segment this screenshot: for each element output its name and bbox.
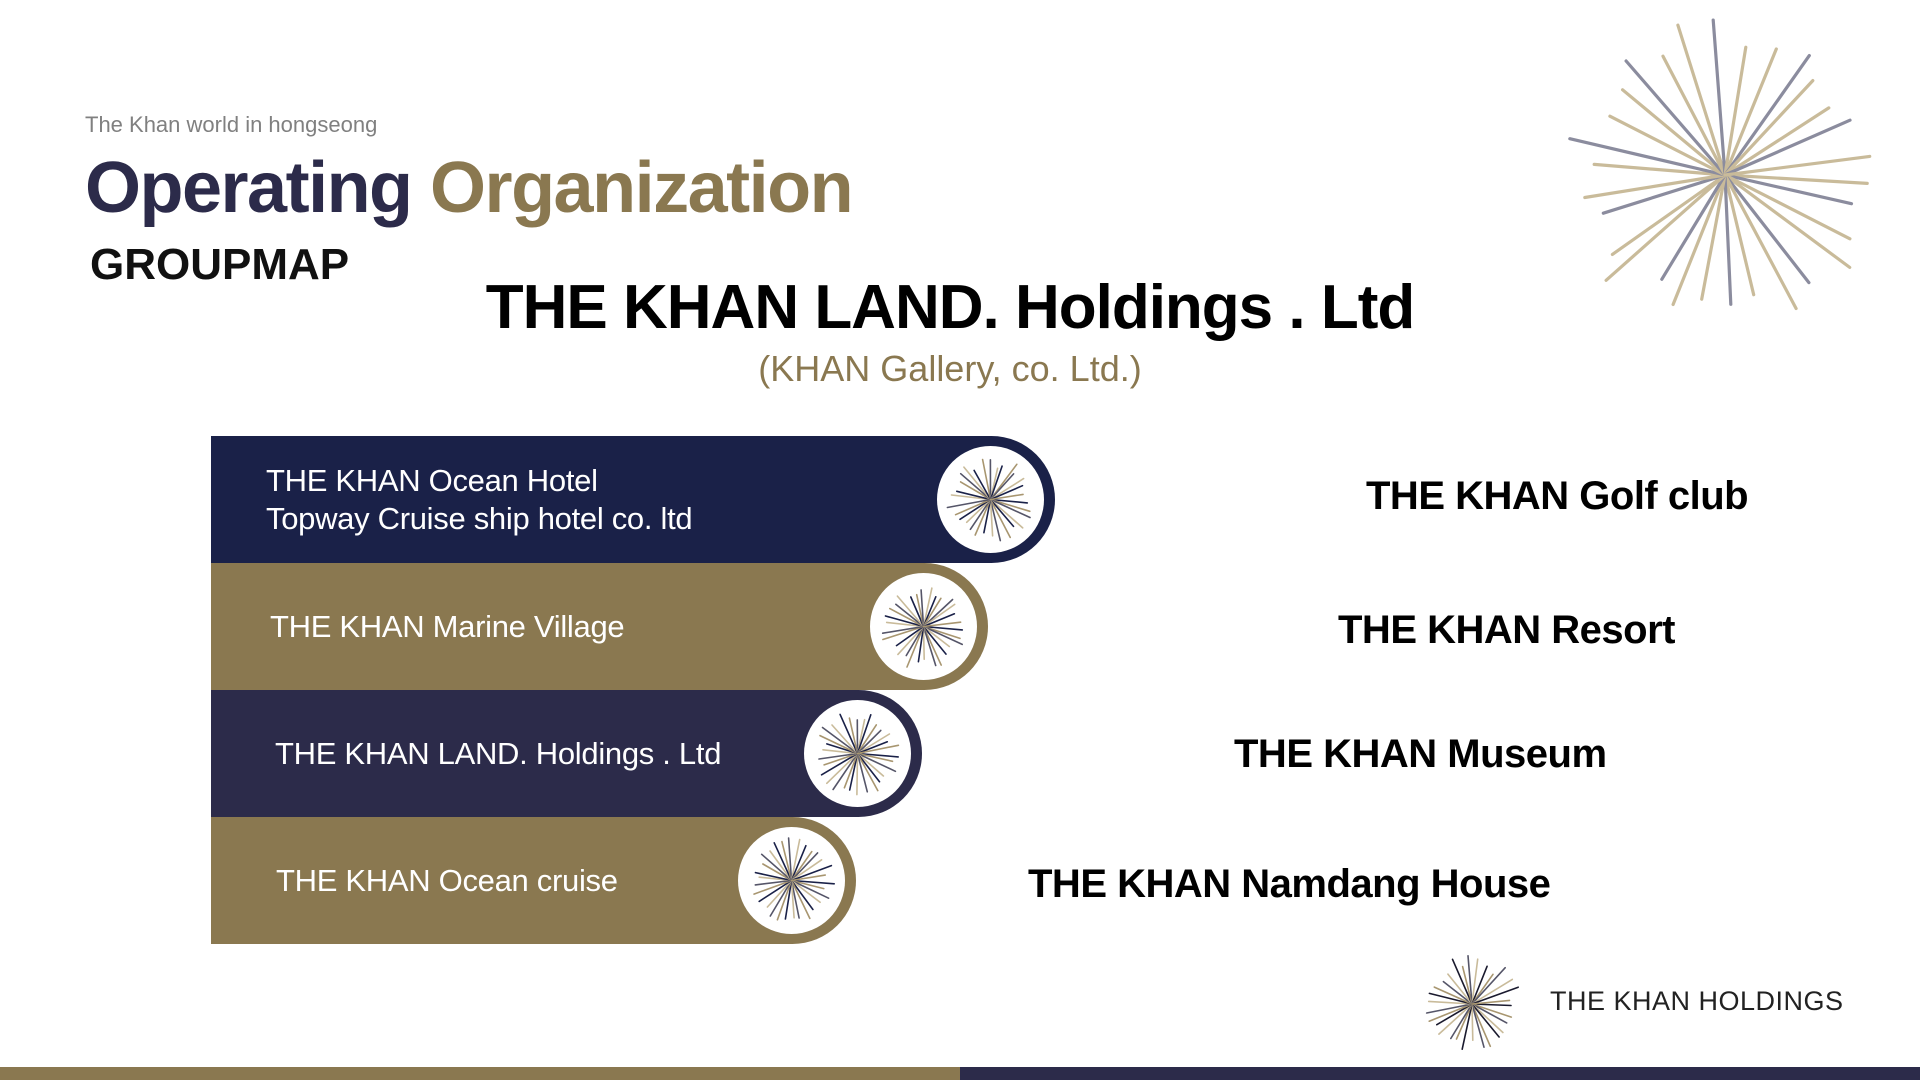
kicker-text: The Khan world in hongseong <box>85 112 378 137</box>
affiliate-resort: THE KHAN Resort <box>1338 608 1675 652</box>
page-title-part2: Organization <box>430 148 854 228</box>
affiliate-namdang-house: THE KHAN Namdang House <box>1028 862 1551 906</box>
affiliate-golf-club: THE KHAN Golf club <box>1366 474 1749 518</box>
org-band-label: THE KHAN Ocean cruise <box>276 817 618 944</box>
org-band-1: THE KHAN Ocean Hotel Topway Cruise ship … <box>211 436 1055 563</box>
page-subtitle: GROUPMAP <box>90 240 350 289</box>
org-band-label: THE KHAN LAND. Holdings . Ltd <box>275 690 721 817</box>
starburst-icon <box>881 587 964 668</box>
affiliate-museum: THE KHAN Museum <box>1234 732 1607 776</box>
footer-bar-gold <box>0 1067 960 1080</box>
band-emblem <box>738 827 845 934</box>
band-emblem <box>804 700 911 807</box>
starburst-icon <box>1568 18 1872 311</box>
org-band-label: THE KHAN Marine Village <box>270 563 625 690</box>
org-band-line1: THE KHAN Ocean Hotel <box>266 462 598 498</box>
org-band-3: THE KHAN LAND. Holdings . Ltd <box>211 690 922 817</box>
band-emblem <box>870 573 977 680</box>
org-band-line1: THE KHAN Marine Village <box>270 608 625 644</box>
org-band-2: THE KHAN Marine Village <box>211 563 988 690</box>
org-band-line1: THE KHAN LAND. Holdings . Ltd <box>275 735 722 771</box>
page-title-part1: Operating <box>85 148 413 228</box>
starburst-icon <box>1425 954 1519 1050</box>
holding-name: THE KHAN LAND. Holdings . Ltd <box>485 273 1415 342</box>
footer-logo-text: THE KHAN HOLDINGS <box>1550 986 1844 1016</box>
holding-subname: (KHAN Gallery, co. Ltd.) <box>758 348 1142 389</box>
org-band-4: THE KHAN Ocean cruise <box>211 817 856 944</box>
org-band-line2: Topway Cruise ship hotel co. ltd <box>266 500 693 536</box>
starburst-icon <box>946 458 1031 542</box>
band-emblem <box>937 446 1044 553</box>
org-band-line1: THE KHAN Ocean cruise <box>276 862 618 898</box>
starburst-icon <box>753 837 835 921</box>
page-title: Operating Organization <box>85 152 854 224</box>
starburst-icon <box>818 713 900 796</box>
footer-bar-navy <box>960 1067 1920 1080</box>
org-band-label: THE KHAN Ocean Hotel Topway Cruise ship … <box>266 436 693 563</box>
